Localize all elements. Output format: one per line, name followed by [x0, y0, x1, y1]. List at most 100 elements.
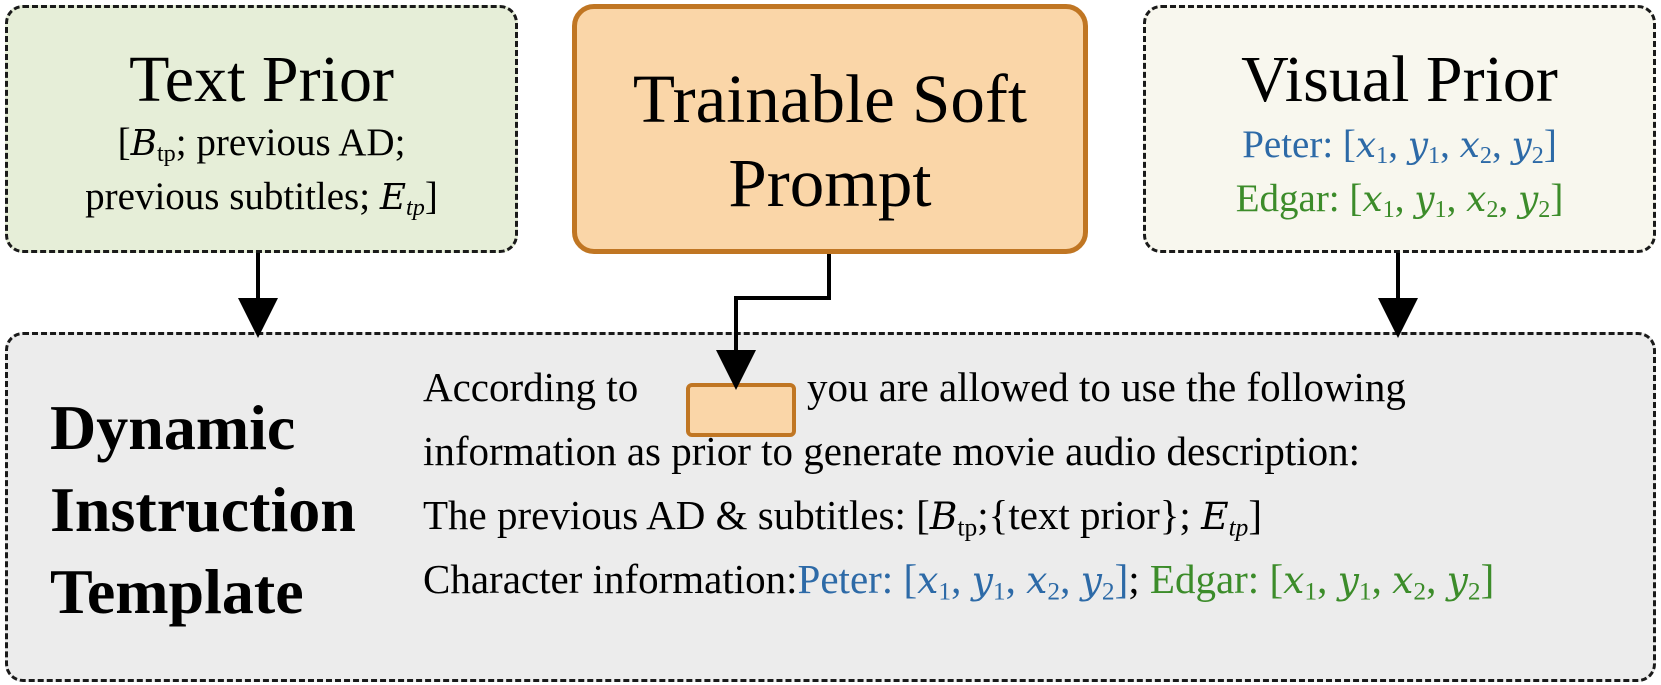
- coord-sep: ,: [1446, 177, 1467, 220]
- coord-y1-sub: 1: [1434, 196, 1447, 224]
- coord-sep: ,: [1060, 556, 1081, 602]
- coord-x2: x: [1392, 558, 1414, 602]
- coord-bracket-open: [: [903, 556, 918, 602]
- peter-coords: [x1, y1, x2, y2]: [903, 556, 1129, 606]
- template-heading-line-1: Dynamic: [50, 392, 296, 463]
- template-heading: Dynamic Instruction Template: [50, 387, 356, 633]
- template-line-3: The previous AD & subtitles: [Btp;{text …: [423, 491, 1262, 542]
- soft-prompt-box: Trainable Soft Prompt: [572, 4, 1088, 254]
- coord-x1: x: [1283, 558, 1305, 602]
- previous-subtitles-text: previous subtitles;: [85, 175, 380, 218]
- template-heading-line-2: Instruction: [50, 474, 356, 545]
- coord-y2: y: [1511, 125, 1532, 166]
- template-heading-line-3: Template: [50, 556, 304, 627]
- template-line-4: Character information:Peter: [x1, y1, x2…: [423, 555, 1494, 606]
- character-info-prefix: Character information:: [423, 556, 798, 602]
- visual-prior-box: Visual Prior Peter: [x1, y1, x2, y2] Edg…: [1143, 5, 1656, 253]
- previous-ad-prefix: The previous AD & subtitles: [: [423, 492, 930, 538]
- edgar-label: Edgar:: [1149, 556, 1270, 602]
- edgar-label: Edgar:: [1235, 177, 1350, 220]
- bracket-close: ]: [424, 175, 438, 218]
- dynamic-instruction-template-box: Dynamic Instruction Template According t…: [5, 332, 1656, 682]
- soft-prompt-arrow: [716, 254, 831, 390]
- coord-sep: ,: [1317, 556, 1338, 602]
- soft-prompt-title: Trainable Soft Prompt: [577, 57, 1083, 225]
- coord-bracket-close: ]: [1114, 556, 1129, 602]
- coord-x2-sub: 2: [1486, 196, 1499, 224]
- coord-x2-sub: 2: [1047, 577, 1061, 606]
- coord-y2-sub: 2: [1538, 196, 1551, 224]
- coord-y2: y: [1080, 558, 1102, 602]
- text-prior-line-2: previous subtitles; Etp]: [8, 174, 515, 222]
- end-token: E: [379, 177, 407, 218]
- coord-sep: ,: [1388, 123, 1408, 166]
- text-prior-line-1: [Btp; previous AD;: [8, 120, 515, 168]
- coord-y2-sub: 2: [1467, 577, 1481, 606]
- begin-token-sub: tp: [156, 140, 176, 168]
- bracket-close: ]: [1248, 492, 1263, 538]
- coord-bracket-open: [: [1342, 123, 1356, 166]
- coord-x2-sub: 2: [1479, 142, 1492, 170]
- coord-y1-sub: 1: [992, 577, 1006, 606]
- coord-x2: x: [1026, 558, 1048, 602]
- coord-sep: ,: [1498, 177, 1518, 220]
- bracket-open: [: [117, 121, 131, 164]
- coord-sep: ,: [1005, 556, 1027, 602]
- edgar-coords: [x1, y1, x2, y2]: [1269, 556, 1495, 606]
- template-line-1: According to , you are allowed to use th…: [423, 363, 1406, 411]
- coord-bracket-close: ]: [1480, 556, 1495, 602]
- text-prior-rest: ; previous AD;: [175, 121, 406, 164]
- coord-bracket-close: ]: [1550, 177, 1564, 220]
- coord-bracket-close: ]: [1543, 123, 1557, 166]
- coord-x1: x: [1362, 179, 1383, 220]
- allowed-text: , you are allowed to use the following: [786, 364, 1406, 410]
- coord-x1-sub: 1: [1376, 142, 1389, 170]
- template-line-2: information as prior to generate movie a…: [423, 428, 1361, 474]
- coord-x1-sub: 1: [1382, 196, 1395, 224]
- end-token-sub: tp: [406, 194, 425, 222]
- peter-label: Peter:: [797, 556, 904, 602]
- coord-sep: ,: [1394, 177, 1415, 220]
- coord-bracket-open: [: [1269, 556, 1284, 602]
- coord-bracket-open: [: [1349, 177, 1363, 220]
- coord-x2: x: [1466, 179, 1487, 220]
- visual-prior-edgar: Edgar: [x1, y1, x2, y2]: [1146, 176, 1653, 224]
- visual-prior-peter: Peter: [x1, y1, x2, y2]: [1146, 122, 1653, 170]
- coord-sep: ,: [1491, 123, 1512, 166]
- coord-x2-sub: 2: [1413, 577, 1427, 606]
- coord-sep: ,: [1426, 556, 1447, 602]
- coord-y1: y: [1414, 179, 1435, 220]
- text-prior-box: Text Prior [Btp; previous AD; previous s…: [5, 5, 518, 253]
- coord-x1-sub: 1: [938, 577, 952, 606]
- visual-prior-title: Visual Prior: [1241, 43, 1558, 116]
- coord-sep: ,: [1371, 556, 1393, 602]
- begin-token: B: [929, 494, 958, 538]
- coord-y2: y: [1446, 558, 1468, 602]
- begin-token-sub: tp: [957, 513, 978, 542]
- coord-y2-sub: 2: [1101, 577, 1115, 606]
- coord-x1: x: [917, 558, 939, 602]
- coord-sep: ,: [951, 556, 972, 602]
- edgar-coords: [x1, y1, x2, y2]: [1349, 177, 1564, 224]
- begin-token: B: [130, 123, 157, 164]
- template-edgar: Edgar: [x1, y1, x2, y2]: [1149, 556, 1495, 606]
- coord-x1: x: [1355, 125, 1377, 166]
- according-to-text: According to: [423, 364, 639, 410]
- coord-y2: y: [1517, 179, 1539, 220]
- end-token: E: [1201, 494, 1229, 538]
- peter-coords: [x1, y1, x2, y2]: [1342, 123, 1557, 170]
- soft-prompt-title-line-2: Prompt: [728, 145, 932, 221]
- separator: ;: [1128, 556, 1150, 602]
- template-peter: Peter: [x1, y1, x2, y2]: [797, 556, 1129, 606]
- coord-x2: x: [1459, 125, 1480, 166]
- coord-x1-sub: 1: [1304, 577, 1318, 606]
- coord-y1: y: [1407, 125, 1429, 166]
- end-token-sub: tp: [1228, 513, 1249, 542]
- text-prior-placeholder: ;{text prior};: [977, 492, 1202, 538]
- soft-prompt-title-line-1: Trainable Soft: [632, 61, 1028, 137]
- text-prior-title: Text Prior: [129, 43, 394, 116]
- coord-sep: ,: [1440, 123, 1460, 166]
- coord-y1: y: [1337, 558, 1359, 602]
- coord-y2-sub: 2: [1531, 142, 1544, 170]
